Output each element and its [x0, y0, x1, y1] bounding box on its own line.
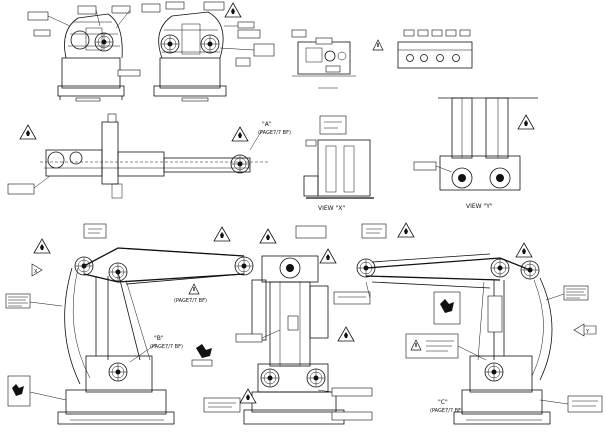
- view-x-drawing: VIEW "X": [303, 115, 374, 212]
- view-c-label: "C": [438, 399, 448, 406]
- top-view-right: [153, 1, 275, 102]
- top-view-left: [27, 3, 161, 102]
- arrow-y-label: Y: [585, 329, 590, 335]
- arm-side-view: [7, 113, 270, 199]
- detail-view-connector: [291, 29, 356, 89]
- view-a-label: "A": [262, 121, 272, 128]
- view-y-drawing: VIEW "Y": [413, 97, 538, 210]
- detail-view-panel: [372, 29, 473, 69]
- robot-side-view-left: X (PAGE7/7 BF) "B" (PAGE7/7 BF): [5, 223, 254, 425]
- arrow-x-label: X: [34, 269, 38, 275]
- robot-front-view: [203, 225, 373, 425]
- view-x-caption: VIEW "X": [318, 205, 345, 212]
- view-a-callout: "A" (PAGE7/7 BF): [231, 121, 291, 151]
- arm-ref: (PAGE7/7 BF): [174, 298, 207, 304]
- view-b-label: "B": [154, 335, 164, 342]
- view-c-ref: (PAGE7/7 BF): [430, 408, 463, 414]
- view-a-ref: (PAGE7/7 BF): [258, 130, 291, 136]
- view-b-ref: (PAGE7/7 BF): [150, 344, 183, 350]
- view-y-caption: VIEW "Y": [466, 203, 493, 210]
- robot-side-view-right: Y "C" (PAGE7/7 BF): [333, 222, 603, 425]
